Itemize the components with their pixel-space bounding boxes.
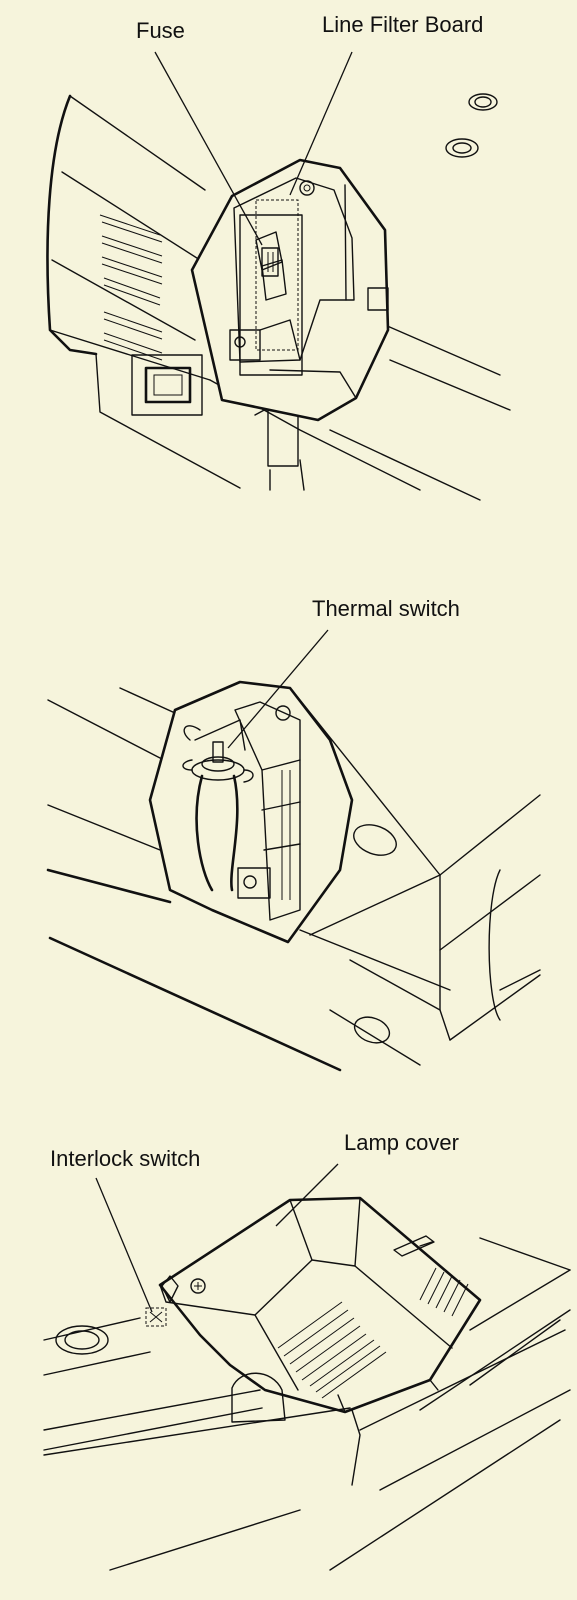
label-thermal-switch: Thermal switch: [312, 596, 460, 621]
cutaway-window: [190, 158, 390, 422]
label-interlock-switch: Interlock switch: [50, 1146, 200, 1171]
lamp-cover: [158, 1196, 482, 1414]
leader-lines: [154, 51, 353, 246]
fuse-component: [255, 231, 287, 301]
figure-thermal-switch: Thermal switch: [46, 596, 541, 1072]
label-line-filter-board: Line Filter Board: [322, 12, 483, 37]
interlock-switch-component: [145, 1275, 179, 1327]
label-lamp-cover: Lamp cover: [344, 1130, 459, 1155]
leader-lines: [227, 629, 329, 749]
projector-body-outline: [46, 687, 541, 1072]
power-inlet: [131, 354, 203, 416]
projector-body-outline: [43, 1235, 571, 1571]
vent-slots: [99, 214, 163, 361]
label-fuse: Fuse: [136, 18, 185, 43]
thermal-switch-component: [182, 725, 254, 892]
figure-interlock-lamp-cover: Interlock switch Lamp cover: [43, 1130, 571, 1571]
figure-fuse-line-filter: Fuse Line Filter Board: [46, 12, 511, 501]
leader-lines: [95, 1163, 339, 1313]
top-panel-screws: [445, 93, 498, 158]
cutaway-window: [148, 680, 354, 944]
projector-body-outline: [46, 94, 511, 501]
